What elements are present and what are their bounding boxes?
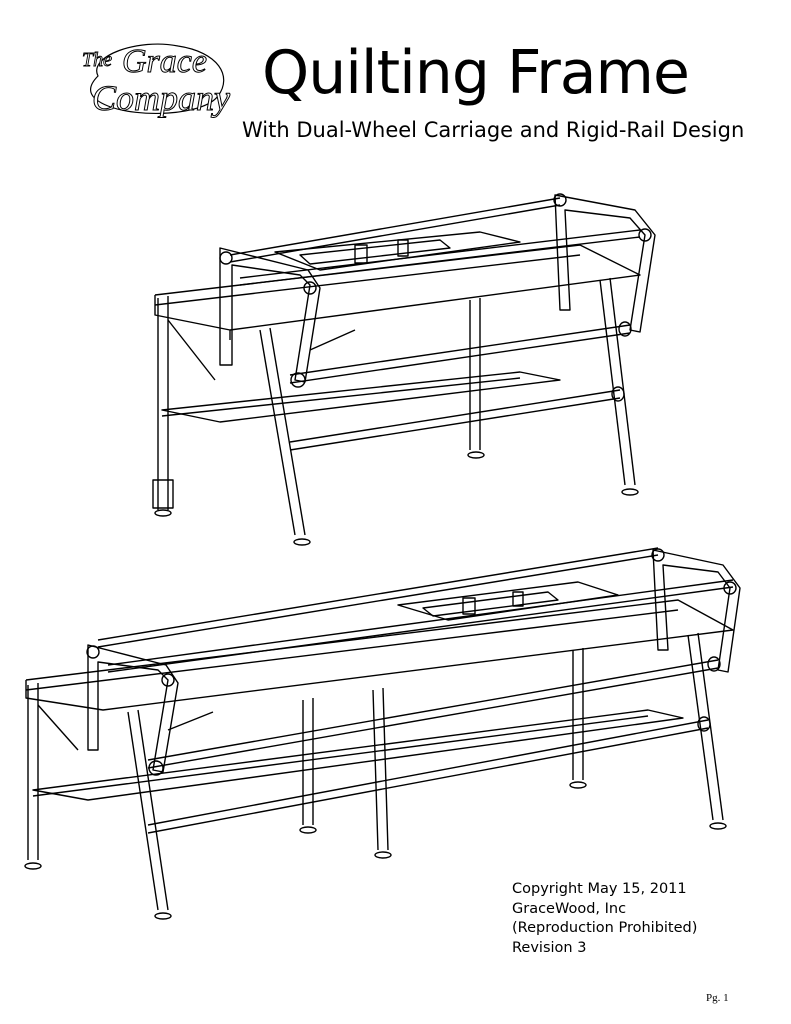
quilting-frame-drawing-long xyxy=(18,540,748,930)
logo-word-grace: Grace xyxy=(122,43,207,80)
copyright-notice: (Reproduction Prohibited) xyxy=(512,920,698,936)
revision-number: Revision 3 xyxy=(512,939,587,956)
logo-word-the: The xyxy=(82,49,112,71)
copyright-date: Copyright May 15, 2011 xyxy=(512,881,687,897)
quilting-frame-drawing-short xyxy=(140,180,660,560)
page-subtitle: With Dual-Wheel Carriage and Rigid-Rail … xyxy=(242,118,745,142)
logo-word-company: Company xyxy=(92,78,230,118)
grace-company-logo: The Grace Company xyxy=(78,36,232,119)
page-number: Pg. 1 xyxy=(706,992,729,1004)
page-title: Quilting Frame xyxy=(262,38,690,108)
copyright-block: Copyright May 15, 2011 GraceWood, Inc (R… xyxy=(512,880,697,958)
copyright-company: GraceWood, Inc xyxy=(512,900,627,917)
